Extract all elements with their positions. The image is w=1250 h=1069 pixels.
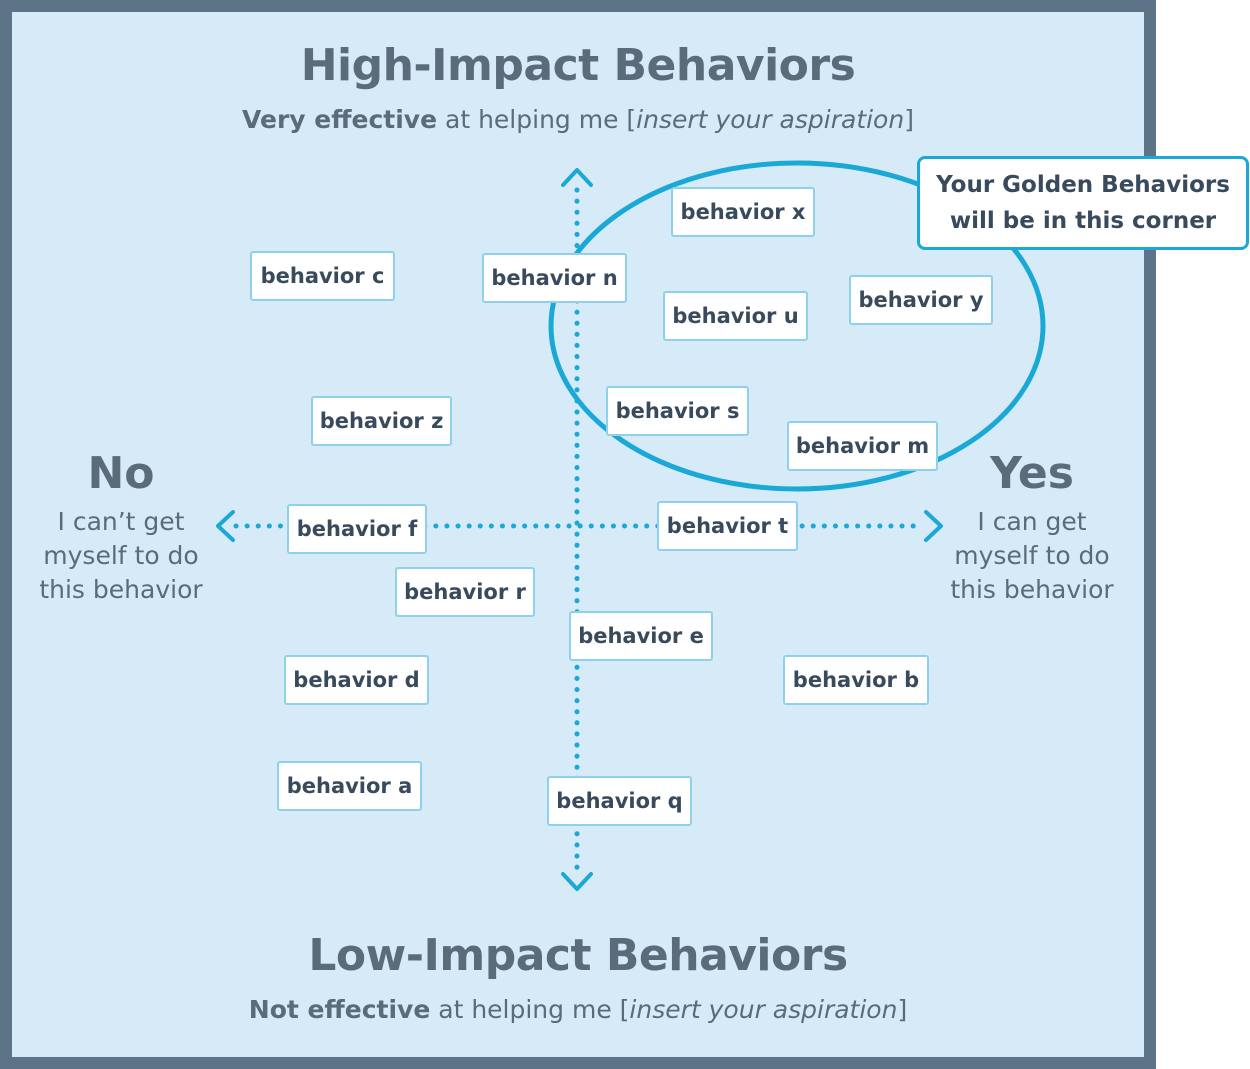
high-impact-title: High-Impact Behaviors (300, 40, 856, 91)
callout-line1: Your Golden Behaviors (936, 172, 1230, 198)
high-impact-subtitle-italic: insert your aspiration (636, 105, 905, 134)
arrow-left-icon (216, 510, 235, 542)
behavior-chip-q: behavior q (547, 776, 692, 826)
behavior-chip-r: behavior r (395, 567, 535, 617)
arrow-right-icon (924, 510, 943, 542)
no-label: No (87, 448, 155, 499)
low-impact-subtitle-strong: Not effective (248, 995, 431, 1024)
no-description-line3: this behavior (39, 575, 203, 604)
no-description-line1: I can’t get (57, 507, 185, 536)
behavior-chip-n: behavior n (482, 253, 627, 303)
high-impact-subtitle-end: ] (904, 105, 914, 134)
behavior-chip-c: behavior c (250, 251, 395, 301)
behavior-chip-b: behavior b (783, 655, 929, 705)
golden-corner-ellipse (548, 160, 1046, 492)
high-impact-subtitle-strong: Very effective (242, 105, 438, 134)
high-impact-subtitle: Very effective at helping me [insert you… (0, 105, 1156, 134)
yes-description-line3: this behavior (950, 575, 1114, 604)
arrow-up-icon (561, 168, 593, 187)
behavior-chip-d: behavior d (284, 655, 429, 705)
golden-behaviors-callout: Your Golden Behaviors will be in this co… (917, 156, 1249, 250)
yes-description-line1: I can get (977, 507, 1087, 536)
yes-description-line2: myself to do (954, 541, 1110, 570)
yes-description: I can get myself to do this behavior (937, 505, 1127, 607)
behavior-chip-s: behavior s (606, 386, 749, 436)
behavior-chip-a: behavior a (277, 761, 422, 811)
behavior-chip-u: behavior u (663, 291, 808, 341)
callout-line2: will be in this corner (949, 208, 1217, 234)
behavior-chip-t: behavior t (657, 501, 798, 551)
high-impact-subtitle-mid: at helping me [ (437, 105, 637, 134)
low-impact-subtitle-mid: at helping me [ (430, 995, 630, 1024)
behavior-chip-z: behavior z (311, 396, 452, 446)
low-impact-title: Low-Impact Behaviors (308, 930, 848, 981)
low-impact-subtitle: Not effective at helping me [insert your… (0, 995, 1156, 1024)
yes-label: Yes (990, 448, 1074, 499)
behavior-chip-x: behavior x (671, 187, 815, 237)
no-description-line2: myself to do (43, 541, 199, 570)
behavior-chip-e: behavior e (569, 611, 713, 661)
low-impact-subtitle-italic: insert your aspiration (629, 995, 898, 1024)
low-impact-subtitle-end: ] (897, 995, 908, 1024)
behavior-chip-f: behavior f (287, 504, 427, 554)
arrow-down-icon (561, 872, 593, 891)
behavior-chip-m: behavior m (787, 421, 938, 471)
behavior-chip-y: behavior y (849, 275, 993, 325)
no-description: I can’t get myself to do this behavior (26, 505, 216, 607)
